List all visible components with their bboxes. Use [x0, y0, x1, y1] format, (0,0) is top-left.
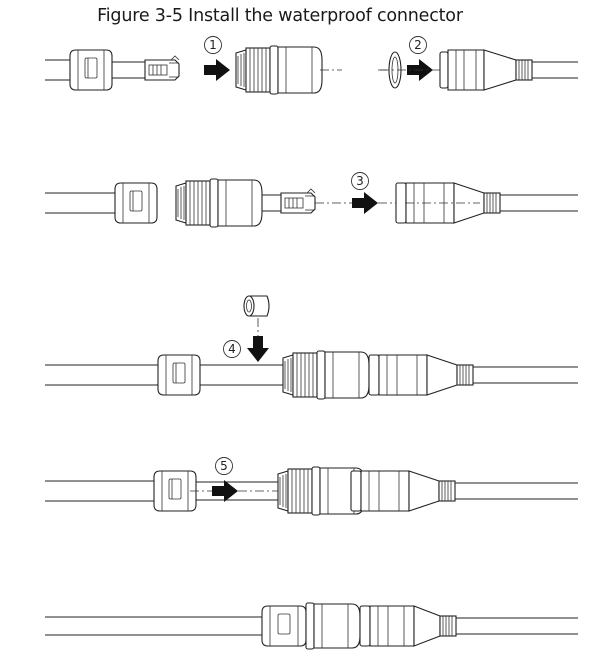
step-badge-3: 3 — [351, 172, 369, 190]
step-1-diagram — [45, 45, 342, 95]
step-badge-5: 5 — [215, 457, 233, 475]
device-connector — [439, 49, 533, 91]
seal-ring — [243, 295, 270, 317]
step-5-diagram — [45, 466, 578, 516]
svg-text:3: 3 — [356, 174, 364, 188]
svg-text:2: 2 — [414, 38, 422, 52]
lock-nut — [114, 182, 158, 224]
gland-body — [235, 45, 323, 95]
svg-text:5: 5 — [220, 459, 228, 473]
arrow-down-icon — [247, 336, 269, 362]
lock-nut — [157, 354, 201, 396]
lock-nut — [261, 605, 307, 647]
gland-body — [175, 178, 263, 228]
step-4-diagram — [45, 295, 578, 400]
device-connector — [350, 470, 456, 512]
step-3-diagram — [45, 178, 578, 228]
arrow-right-icon — [352, 192, 378, 214]
step-2-diagram — [378, 49, 578, 91]
step-badge-2: 2 — [409, 36, 427, 54]
step-badge-4: 4 — [223, 340, 241, 358]
device-connector — [359, 605, 457, 647]
svg-text:4: 4 — [228, 342, 236, 356]
figure-caption: Figure 3-5 Install the waterproof connec… — [97, 6, 463, 26]
step-badge-1: 1 — [204, 36, 222, 54]
arrow-right-icon — [204, 59, 230, 81]
lock-nut — [153, 470, 197, 512]
svg-text:1: 1 — [209, 38, 217, 52]
lock-nut — [69, 49, 113, 91]
rj45-plug — [144, 55, 180, 81]
device-connector — [368, 354, 474, 396]
gland-body — [282, 350, 370, 400]
gland-body — [305, 602, 361, 650]
assembled-connector — [45, 602, 578, 650]
rj45-plug — [280, 188, 316, 214]
arrow-right-icon — [212, 480, 238, 502]
